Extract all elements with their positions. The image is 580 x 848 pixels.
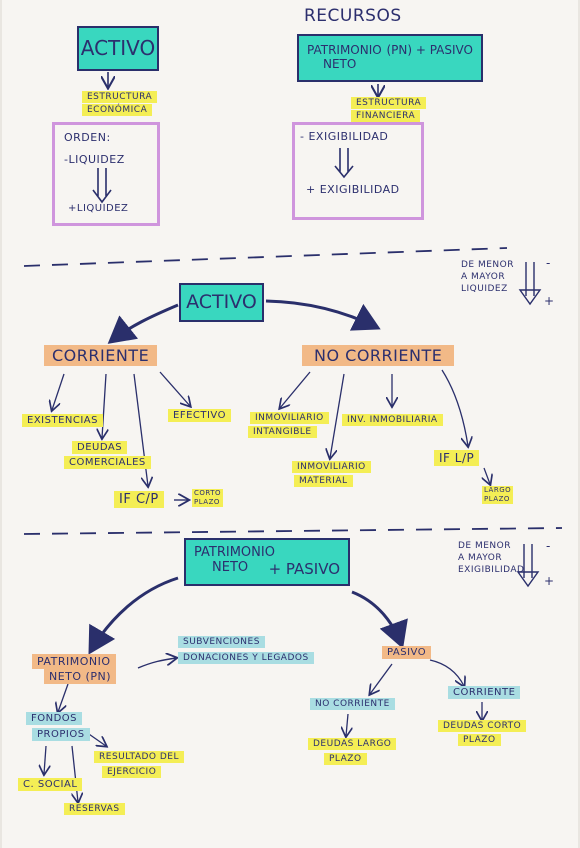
corto-plazo-l2: PLAZO — [192, 498, 224, 507]
subvenciones-l1: SUBVENCIONES — [178, 636, 265, 648]
fondos-propios-l1: FONDOS — [26, 712, 83, 725]
exigibilidad-frame — [292, 122, 424, 220]
deudas-comerciales-l1: DEUDAS — [72, 441, 128, 454]
orden-frame — [52, 122, 160, 226]
if-cp: IF C/P — [114, 491, 164, 508]
largo-plazo-l1: LARGO — [482, 486, 514, 495]
capital-social: C. SOCIAL — [18, 778, 83, 791]
liquidez-note-arrow — [518, 262, 542, 306]
liquidez-note-l1: DE MENOR — [461, 260, 514, 270]
activo-root-box: ACTIVO — [179, 283, 264, 322]
liquidez-note-l2: A MAYOR — [461, 272, 506, 282]
exigibilidad-note-minus: - — [546, 539, 551, 553]
liquidez-note-minus: - — [546, 256, 551, 270]
orden-double-arrow — [92, 168, 112, 204]
resultado-ejercicio-l2: EJERCICIO — [102, 766, 162, 778]
pn-pasivo-top-box: PATRIMONIO (PN) + PASIVO NETO — [297, 34, 483, 82]
orden-plus-liquidez: +LIQUIDEZ — [68, 203, 129, 214]
exigibilidad-note-plus: + — [544, 574, 555, 588]
subvenciones-l2: DONACIONES Y LEGADOS — [178, 652, 314, 664]
deudas-corto-plazo-l1: DEUDAS CORTO — [438, 720, 527, 732]
deudas-comerciales-l2: COMERCIALES — [64, 456, 151, 469]
activo-corriente: CORRIENTE — [44, 345, 158, 366]
fondos-propios-l2: PROPIOS — [32, 728, 90, 741]
resultado-ejercicio-l1: RESULTADO DEL — [94, 751, 184, 763]
exig-plus: + EXIGIBILIDAD — [306, 183, 400, 196]
pasivo-node: PASIVO — [382, 646, 432, 659]
liquidez-note-l3: LIQUIDEZ — [461, 284, 508, 294]
pn-pasivo-root-box: PATRIMONIO NETO + PASIVO — [184, 538, 350, 586]
estructura-financiera-l2: FINANCIERA — [351, 110, 421, 122]
inmovilizado-material-l2: MATERIAL — [294, 475, 353, 487]
patrimonio-neto-l1: PATRIMONIO — [32, 654, 116, 669]
exigibilidad-note-l1: DE MENOR — [458, 541, 511, 551]
pn-pasivo-root-l1: PATRIMONIO — [194, 544, 275, 560]
exigibilidad-note-l2: A MAYOR — [458, 553, 503, 563]
pn-pasivo-top-l2: NETO — [323, 57, 357, 71]
activo-no-corriente: NO CORRIENTE — [302, 345, 455, 366]
reservas: RESERVAS — [64, 803, 125, 815]
separator-1 — [23, 247, 508, 267]
activo-root-label: ACTIVO — [186, 290, 257, 313]
estructura-economica-l2: ECONÓMICA — [82, 104, 153, 116]
activo-to-no-corriente — [265, 299, 381, 331]
largo-plazo-l2: PLAZO — [482, 495, 514, 504]
efectivo: EFECTIVO — [168, 409, 231, 422]
inmovilizado-intangible-l1: INMOVILIARIO — [250, 412, 329, 424]
inversiones-inmobiliarias: INV. INMOBILIARIA — [342, 414, 443, 426]
pn-pasivo-root-l2: NETO — [212, 559, 249, 575]
corto-plazo-l1: CORTO — [192, 489, 224, 498]
liquidez-note: DE MENOR A MAYOR LIQUIDEZ — [461, 259, 514, 295]
activo-to-corriente — [107, 303, 179, 344]
exig-minus: - EXIGIBILIDAD — [300, 130, 389, 143]
exig-double-arrow — [334, 148, 354, 179]
inmovilizado-intangible-l2: INTANGIBLE — [248, 426, 317, 438]
pn-pasivo-root-l2b: + PASIVO — [268, 559, 340, 578]
root-to-pn — [88, 576, 179, 655]
deudas-largo-plazo-l2: PLAZO — [324, 753, 367, 765]
existencias: EXISTENCIAS — [22, 414, 103, 427]
pasivo-no-corriente: NO CORRIENTE — [310, 698, 395, 710]
corto-plazo-note: CORTO PLAZO — [192, 489, 224, 507]
largo-plazo-note: LARGO PLAZO — [482, 486, 514, 504]
if-lp: IF L/P — [434, 450, 480, 466]
pn-pasivo-top-l1b: (PN) + PASIVO — [386, 43, 473, 58]
deudas-corto-plazo-l2: PLAZO — [458, 734, 501, 746]
activo-top-label: ACTIVO — [80, 36, 156, 60]
estructura-financiera-l1: ESTRUCTURA — [351, 97, 427, 109]
deudas-largo-plazo-l1: DEUDAS LARGO — [308, 738, 397, 750]
exigibilidad-note: DE MENOR A MAYOR EXIGIBILIDAD — [458, 540, 525, 576]
activo-top-box: ACTIVO — [77, 26, 159, 71]
exigibilidad-note-l3: EXIGIBILIDAD — [458, 565, 525, 575]
root-to-pasivo — [351, 590, 408, 649]
orden-minus-liquidez: -LIQUIDEZ — [64, 153, 125, 166]
liquidez-note-plus: + — [544, 294, 555, 308]
pasivo-corriente: CORRIENTE — [448, 686, 521, 699]
separator-2 — [23, 527, 563, 535]
orden-title: ORDEN: — [64, 131, 111, 144]
inmovilizado-material-l1: INMOVILIARIO — [292, 461, 371, 473]
estructura-economica-l1: ESTRUCTURA — [82, 91, 158, 103]
recursos-heading: RECURSOS — [304, 6, 402, 26]
patrimonio-neto-l2: NETO (PN) — [44, 669, 116, 684]
pn-pasivo-top-l1: PATRIMONIO — [307, 43, 382, 58]
exigibilidad-note-arrow — [516, 544, 540, 588]
